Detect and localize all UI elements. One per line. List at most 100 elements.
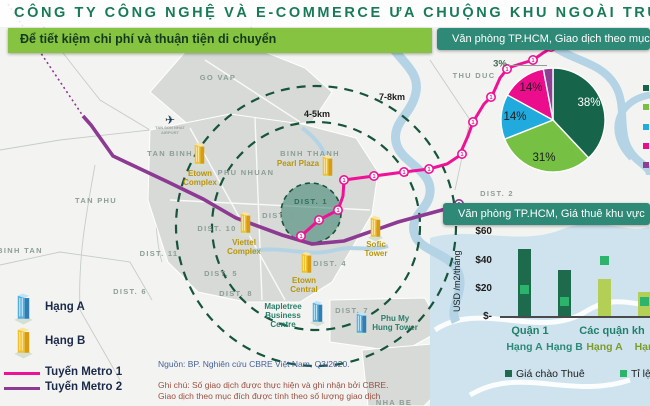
metro-station [313,215,324,226]
metro-station [467,117,478,128]
metro-station [527,54,538,65]
metro-station-number: 1 [531,58,534,64]
metro-station-number: 1 [372,174,375,180]
district-label-dist-2: DIST. 2 [480,189,514,198]
metro-station [368,171,379,182]
plane-icon: ✈ [164,113,176,127]
legend-grade-a-label: Hạng A [45,301,85,313]
grade-b-building-icon [12,324,35,361]
pie-slice-4 [542,67,554,121]
bar-y-tick-0: $60 [475,226,492,237]
pie-slice-label-3: 14% [519,82,543,94]
metro-2-swatch [4,387,40,390]
page-title: CÔNG TY CÔNG NGHỆ VÀ E-COMMERCE ƯA CHUỘN… [14,5,650,21]
bar-group-label-1: Các quận kh [579,325,645,337]
vacancy-marker-3 [640,297,649,307]
district-label-dist-7: DIST. 7 [335,306,369,315]
airport-label: TAN SON NHAT AIRPORT [155,125,185,135]
district-label-phu-nhuan: PHU NHUAN [217,168,275,177]
ring-label-4-5km: 4-5km [303,109,331,119]
vacancy-marker-0 [520,284,529,294]
district-label-dist-10: DIST. 10 [197,224,237,233]
bar-legend-label-1: Tỉ lệ [631,368,650,380]
bar-x-axis [500,316,650,318]
subtitle-banner: Để tiết kiệm chi phí và thuận tiện di ch… [8,28,432,53]
bar-legend-swatch-1 [620,370,627,377]
building-icon-pearl-plaza [318,152,337,182]
building-label-mapletree-business-centre: Mapletree Business Centre [264,302,302,330]
bar-y-tick-3: $- [483,311,492,322]
bar-group-label-0: Quận 1 [511,325,549,337]
bar-legend-label-0: Giá chào Thuê [516,368,585,380]
pie-slice-0 [552,67,606,159]
building-label-sofic-tower: Sofic Tower [364,240,388,259]
bar-category-label-3: Hạn [634,341,650,353]
district-label-tan-binh: TAN BINH [147,149,193,158]
pie-slice-label-0: 38% [577,97,601,109]
vacancy-marker-1 [560,297,569,307]
district-label-dist-3: DIST. 3 [262,211,296,220]
building-label-etown-central: Etown Central [290,276,318,295]
metro-station-number: 1 [471,120,474,126]
pie-slice-label-2: 14% [503,111,527,123]
metro-station-number: 1 [505,67,508,73]
bar-category-label-1: Hạng B [546,341,583,353]
district-label-dist-6: DIST. 6 [113,287,147,296]
legend-grade-b-label: Hạng B [45,335,86,347]
pie-slice-1 [503,119,590,173]
building-label-phu-my-hung-tower: Phu My Hung Tower [372,314,418,333]
metro-station [398,167,409,178]
metro-station [338,175,349,186]
building-icon-mapletree-business-centre [308,298,327,328]
bar-category-label-0: Hạng A [506,341,543,353]
metro-station-number: 1 [402,170,405,176]
legend-metro-2-label: Tuyến Metro 2 [45,381,123,393]
bar-2 [598,278,611,317]
pie-legend-swatch-4 [643,162,649,169]
metro-1-swatch [4,372,40,375]
building-label-viettel-complex: Viettel Complex [227,238,261,257]
metro-station-number: 1 [317,218,320,224]
pie-leader-line [509,65,547,66]
district-label-binh-thanh: BINH THANH [280,149,340,158]
pie-slice-label-1: 31% [532,152,556,164]
bar-1 [558,270,571,317]
metro-station-number: 1 [299,234,302,240]
district-label-dist-1: DIST. 1 [294,197,328,206]
metro-station [332,205,343,216]
metro-station [295,231,306,242]
pie-panel-header: Văn phòng TP.HCM, Giao dịch theo mục đ [437,28,650,50]
building-label-etown-complex: Etown Complex [183,169,217,188]
building-icon-viettel-complex [236,209,255,239]
building-label-pearl-plaza: Pearl Plaza [276,159,320,168]
rivers [249,35,650,325]
bar-y-tick-1: $40 [475,255,492,266]
metro-station [423,164,434,175]
district-label-nha-be: NHA BE [375,398,413,406]
metro-station [501,64,512,75]
title-bar [0,0,650,27]
grade-a-building-icon [12,290,35,327]
building-icon-phu-my-hung-tower [352,309,371,339]
district-label-tan-phu: TAN PHU [75,196,117,205]
vacancy-marker-2 [600,256,609,266]
metro-station-number: 1 [460,152,463,158]
pie-legend-swatch-0 [643,85,649,91]
building-icon-etown-central [297,249,316,279]
metro-station [456,149,467,160]
pie-chart [500,67,606,173]
ring-label-7-8km: 7-8km [378,92,406,102]
district-label-dist-8: DIST. 8 [219,289,253,298]
district-label-dist-4: DIST. 4 [313,259,347,268]
bar-0 [518,249,531,317]
urban-districts [147,47,449,406]
airport-icon: ✈ TAN SON NHAT AIRPORT [148,114,192,136]
pie-legend-swatch-3 [643,142,649,149]
district-label-binh-tan: BINH TAN [0,246,43,255]
pie-legend-swatch-2 [643,123,649,130]
district-label-dist-11: DIST. 11 [139,249,179,258]
pie-slice-label-4: 3% [493,58,507,70]
bar-y-tick-2: $20 [475,283,492,294]
